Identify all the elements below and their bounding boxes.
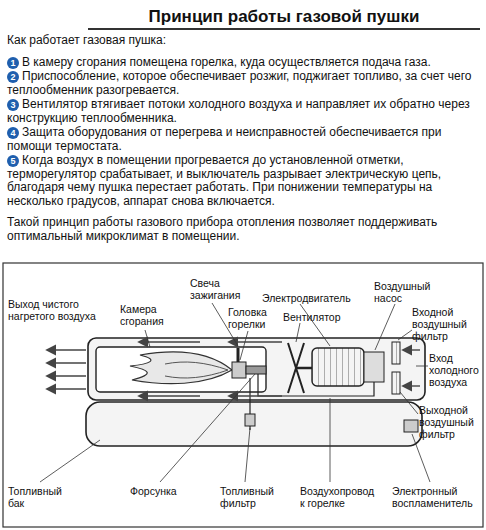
callout-number: 3: [7, 99, 19, 111]
part-label: Воздушный насос: [374, 280, 434, 304]
igniter: [404, 420, 418, 432]
fuel-tank: [86, 402, 422, 446]
spark-plug: [237, 348, 240, 362]
flame-lines: [165, 362, 228, 378]
diagram-frame: [3, 263, 483, 527]
callout-number: 4: [7, 127, 19, 139]
part-label: Форсунка: [130, 485, 192, 497]
part-label: Головка горелки: [228, 306, 280, 330]
nozzle: [246, 366, 266, 374]
part-label: Свеча зажигания: [190, 277, 250, 301]
part-label: Вентилятор: [283, 311, 345, 323]
burner-head: [232, 362, 246, 378]
flame: [130, 352, 232, 384]
page-title: Принцип работы газовой пушки: [88, 6, 480, 30]
part-label: Камера сгорания: [120, 303, 180, 327]
part-label: Топливный бак: [8, 485, 78, 509]
leader-lines: [40, 303, 430, 482]
outlet-filter: [392, 372, 400, 394]
part-label: Воздухопровод к горелке: [300, 485, 380, 509]
inlet-filter: [392, 342, 400, 364]
step-text: Когда воздух в помещении прогревается до…: [7, 153, 441, 208]
paragraph: 4Защита оборудования от перегрева и неис…: [7, 126, 479, 153]
combustion-chamber: [96, 347, 266, 392]
callout-number: 2: [7, 71, 19, 83]
paragraph: 1В камеру сгорания помещена горелка, куд…: [7, 56, 479, 70]
paragraph: 5Когда воздух в помещении прогревается д…: [7, 154, 479, 208]
fuel-filter: [245, 414, 255, 426]
step-text: Приспособление, которое обеспечивает роз…: [7, 69, 472, 97]
part-label: Входной воздушный фильтр: [412, 306, 482, 342]
part-label: Топливный фильтр: [220, 485, 282, 509]
paragraph: 2Приспособление, которое обеспечивает ро…: [7, 70, 479, 97]
callout-number: 1: [7, 57, 19, 69]
air-pump: [364, 352, 384, 382]
part-label: Электронный воспламенитель: [392, 485, 480, 509]
paragraph: Такой принцип работы газового прибора от…: [7, 216, 479, 243]
step-text: Вентилятор втягивает потоки холодного во…: [7, 97, 470, 125]
part-label: Выход чистого нагретого воздуха: [8, 298, 96, 322]
heater-housing: [88, 338, 425, 400]
fan-shaft: [296, 367, 312, 370]
closing-text: Такой принцип работы газового прибора от…: [7, 215, 437, 243]
step-text: В камеру сгорания помещена горелка, куда…: [22, 55, 431, 69]
part-label: Выходной воздушный фильтр: [419, 404, 483, 440]
paragraph: Как работает газовая пушка:: [7, 34, 479, 48]
intro-text: Как работает газовая пушка:: [7, 33, 166, 47]
part-label: Вход холодного воздуха: [429, 352, 483, 388]
paragraph: 3Вентилятор втягивает потоки холодного в…: [7, 98, 479, 125]
air-flow-arrows: [48, 342, 420, 396]
electric-motor: [312, 348, 364, 386]
air-line: [258, 374, 374, 396]
text-column: Как работает газовая пушка: 1В камеру сго…: [7, 34, 479, 244]
part-label: Электродвигатель: [262, 292, 362, 304]
callout-number: 5: [7, 155, 19, 167]
step-text: Защита оборудования от перегрева и неисп…: [7, 125, 441, 153]
